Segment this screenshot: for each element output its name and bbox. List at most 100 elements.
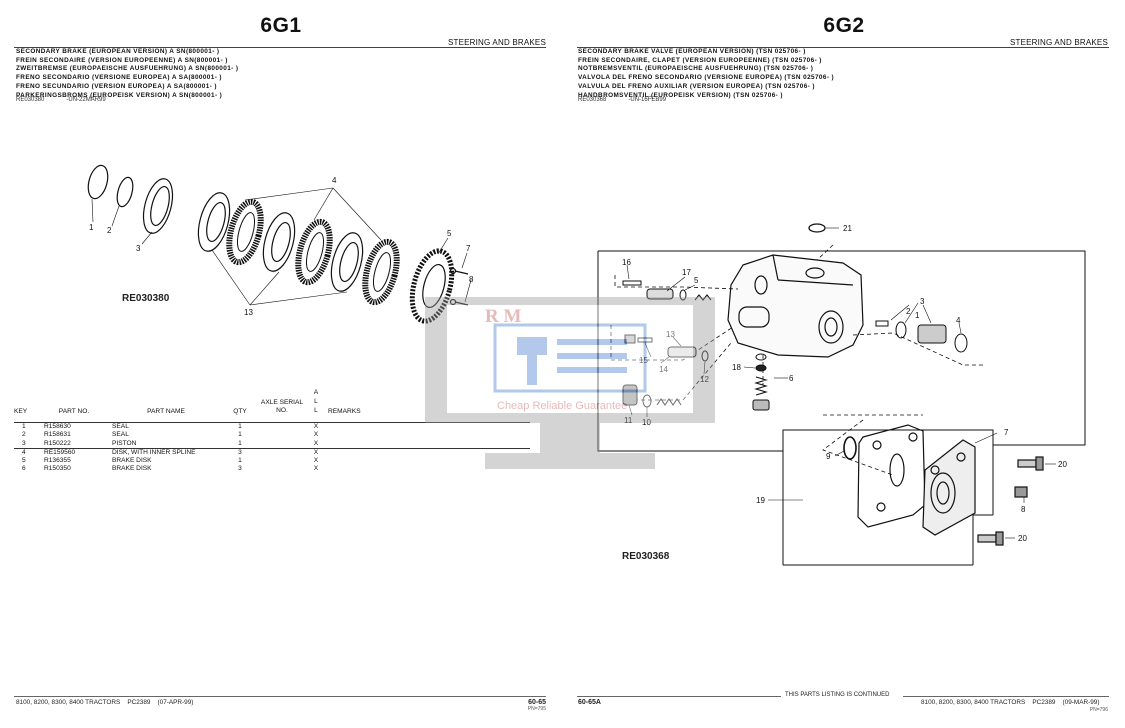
row-spacer (372, 448, 530, 457)
header-lines: SECONDARY BRAKE VALVE (EUROPEAN VERSION)… (578, 48, 834, 100)
section-title: STEERING AND BRAKES (447, 38, 546, 47)
callout-14: 14 (659, 365, 668, 374)
callout-4: 4 (332, 176, 337, 185)
brake-disk-5 (409, 248, 455, 324)
callout-10: 10 (642, 418, 651, 427)
valve-body (727, 254, 864, 358)
group-boundary (597, 250, 1086, 452)
row-qty: 1 (238, 423, 242, 430)
row-all: X (313, 457, 319, 465)
separator-plate (330, 232, 364, 292)
piston-3 (142, 178, 174, 234)
row-all: X (313, 448, 319, 456)
header-lines: SECONDARY BRAKE (EUROPEAN VERSION) A SN(… (16, 48, 238, 100)
row-remarks (324, 457, 372, 465)
col-part-name: PART NAME (108, 388, 224, 423)
parts-table: KEY PART NO. PART NAME QTY AXLE SERIAL N… (14, 388, 530, 474)
section-title: STEERING AND BRAKES (1009, 38, 1108, 47)
row-name: BRAKE DISK (112, 465, 152, 473)
header-line: SECONDARY BRAKE VALVE (EUROPEAN VERSION)… (578, 48, 806, 55)
plug-11 (622, 384, 638, 406)
callout-2: 2 (906, 307, 911, 316)
callout-19: 19 (756, 496, 765, 505)
row-axle (256, 423, 308, 432)
row-part-no: R158631 (44, 431, 71, 439)
row-spacer (372, 431, 530, 439)
page-number: 60-65 (528, 699, 546, 706)
callout-12: 12 (700, 375, 709, 384)
callout-15: 15 (639, 356, 648, 365)
col-spacer (372, 388, 530, 423)
header-line: PARKERINGSBROMS (EUROPEISK VERSION) A SN… (16, 91, 223, 99)
footer-date: (09-MAR-99) (1062, 699, 1100, 706)
row-axle (256, 465, 308, 473)
table-row: 5 R136355 BRAKE DISK 1 X (14, 457, 530, 465)
row-name: BRAKE DISK (112, 457, 152, 465)
page-number: 60-65A (578, 699, 601, 706)
header-line: SECONDARY BRAKE (EUROPEAN VERSION) A SN(… (16, 48, 220, 55)
seal-1-ring (87, 164, 109, 200)
callout-8: 8 (1021, 505, 1026, 514)
friction-disk (226, 198, 264, 266)
footer-models: 8100, 8200, 8300, 8400 TRACTORS (921, 699, 1026, 706)
friction-disk (295, 218, 333, 286)
brake-exploded-diagram: 1 2 3 4 5 7 8 13 RE030380 (87, 164, 474, 324)
callout-11: 11 (624, 416, 633, 425)
callout-4: 4 (956, 316, 961, 325)
row-name: SEAL (112, 431, 129, 439)
row-part-no: RE159560 (44, 448, 76, 456)
left-page: 6G1 STEERING AND BRAKES SECONDARY BRAKE … (0, 0, 562, 728)
col-key: KEY (14, 388, 40, 423)
cover-7 (922, 439, 976, 536)
separator-plate (262, 212, 296, 272)
footer-page: 60-65 PN=795 (528, 699, 546, 713)
row-key: 4 (22, 448, 26, 456)
table-row: 4 RE159560 DISK, WITH INNER SPLINE 3 X (14, 448, 530, 457)
footer-info: 8100, 8200, 8300, 8400 TRACTORS PC2389 (… (921, 699, 1099, 706)
row-axle (256, 440, 308, 449)
row-spacer (372, 440, 530, 449)
footer-date: (07-APR-99) (157, 699, 194, 706)
callout-3: 3 (136, 244, 141, 253)
header-line: FRENO SECONDARIO (VERSIONE EUROPEA) A SA… (16, 74, 222, 82)
callout-13: 13 (666, 330, 675, 339)
col-qty: QTY (224, 388, 256, 423)
table-row: 6 R150350 BRAKE DISK 3 X (14, 465, 530, 473)
header-line: VALVULA DEL FRENO AUXILIAR (VERSION EURO… (578, 82, 815, 90)
row-axle (256, 431, 308, 439)
row-key: 5 (22, 457, 26, 465)
row-spacer (372, 423, 530, 432)
row-name: DISK, WITH INNER SPLINE (112, 448, 196, 456)
plunger-17 (646, 288, 674, 300)
callout-7: 7 (1004, 428, 1009, 437)
callout-5: 5 (447, 229, 452, 238)
header-line: FREIN SECONDAIRE, CLAPET (VERSION EUROPE… (578, 56, 822, 64)
row-remarks (324, 431, 372, 439)
row-qty: 3 (238, 465, 242, 473)
page-title: 6G2 (823, 14, 865, 37)
col-remarks: REMARKS (324, 388, 372, 423)
header-line: NOTBREMSVENTIL (EUROPAEISCHE AUSFUEHRUNG… (578, 65, 814, 73)
col-all: A L L (308, 388, 324, 423)
row-all: X (313, 431, 319, 439)
row-key: 2 (22, 431, 26, 439)
piston-13 (667, 346, 697, 358)
friction-disk (362, 238, 400, 306)
valve-exploded-diagram: 21 16 17 5 2 1 3 4 13 15 14 12 18 6 11 1… (597, 223, 1086, 566)
right-page: 6G2 STEERING AND BRAKES SECONDARY BRAKE … (563, 0, 1125, 728)
row-part-no: R158630 (44, 423, 71, 430)
sleeve-3 (917, 324, 947, 344)
footer-models: 8100, 8200, 8300, 8400 TRACTORS (16, 699, 121, 706)
header-rule (577, 47, 1109, 48)
table-row: 2 R158631 SEAL 1 X (14, 431, 530, 439)
page-sub: PN=795 (527, 706, 546, 712)
header-rule (14, 47, 546, 48)
col-axle: AXLE SERIAL NO. (256, 388, 308, 423)
diagram-id: RE030380 (122, 293, 170, 304)
callout-17: 17 (682, 268, 691, 277)
continued-note: THIS PARTS LISTING IS CONTINUED (785, 692, 890, 698)
ref-code: RE030368-UN-16FEB99 (578, 97, 688, 103)
callout-9: 9 (826, 452, 831, 461)
footer-pc: PC2389 (1032, 699, 1056, 706)
gasket-19 (857, 424, 926, 528)
